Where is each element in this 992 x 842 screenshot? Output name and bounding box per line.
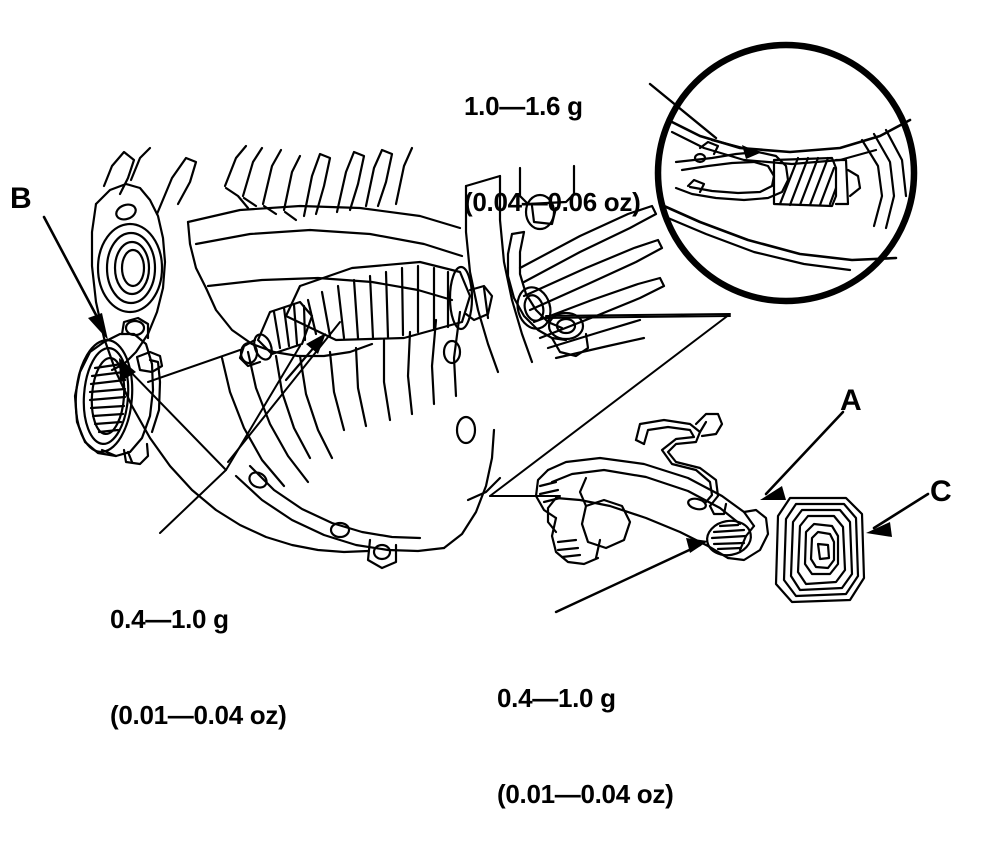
release-fork xyxy=(534,456,770,566)
spec-bottom-center-line1: 0.4—1.0 g xyxy=(497,683,616,714)
spec-top-line1: 1.0—1.6 g xyxy=(464,91,583,122)
callout-label-a: A xyxy=(840,384,862,417)
release-bearing xyxy=(73,316,162,466)
input-shaft xyxy=(238,260,494,368)
callout-label-b: B xyxy=(10,182,32,215)
callout-label-c: C xyxy=(930,475,952,508)
spec-bottom-left-line2: (0.01—0.04 oz) xyxy=(110,699,287,730)
diagram-background xyxy=(0,0,992,696)
fork-spring-clip xyxy=(634,412,728,516)
spec-label-bottom-center: 0.4—1.0 g (0.01—0.04 oz) xyxy=(497,620,674,842)
transmission-housing xyxy=(90,144,666,570)
magnified-detail-circle xyxy=(654,41,918,305)
leader-lines xyxy=(42,82,930,614)
spec-label-top: 1.0—1.6 g (0.04—0.06 oz) xyxy=(464,28,641,250)
spec-label-bottom-left: 0.4—1.0 g (0.01—0.04 oz) xyxy=(110,541,287,763)
rubber-boot xyxy=(774,496,866,604)
spec-bottom-left-line1: 0.4—1.0 g xyxy=(110,604,229,635)
spec-top-line2: (0.04—0.06 oz) xyxy=(464,186,641,217)
technical-diagram xyxy=(0,0,992,696)
spec-bottom-center-line2: (0.01—0.04 oz) xyxy=(497,778,674,809)
